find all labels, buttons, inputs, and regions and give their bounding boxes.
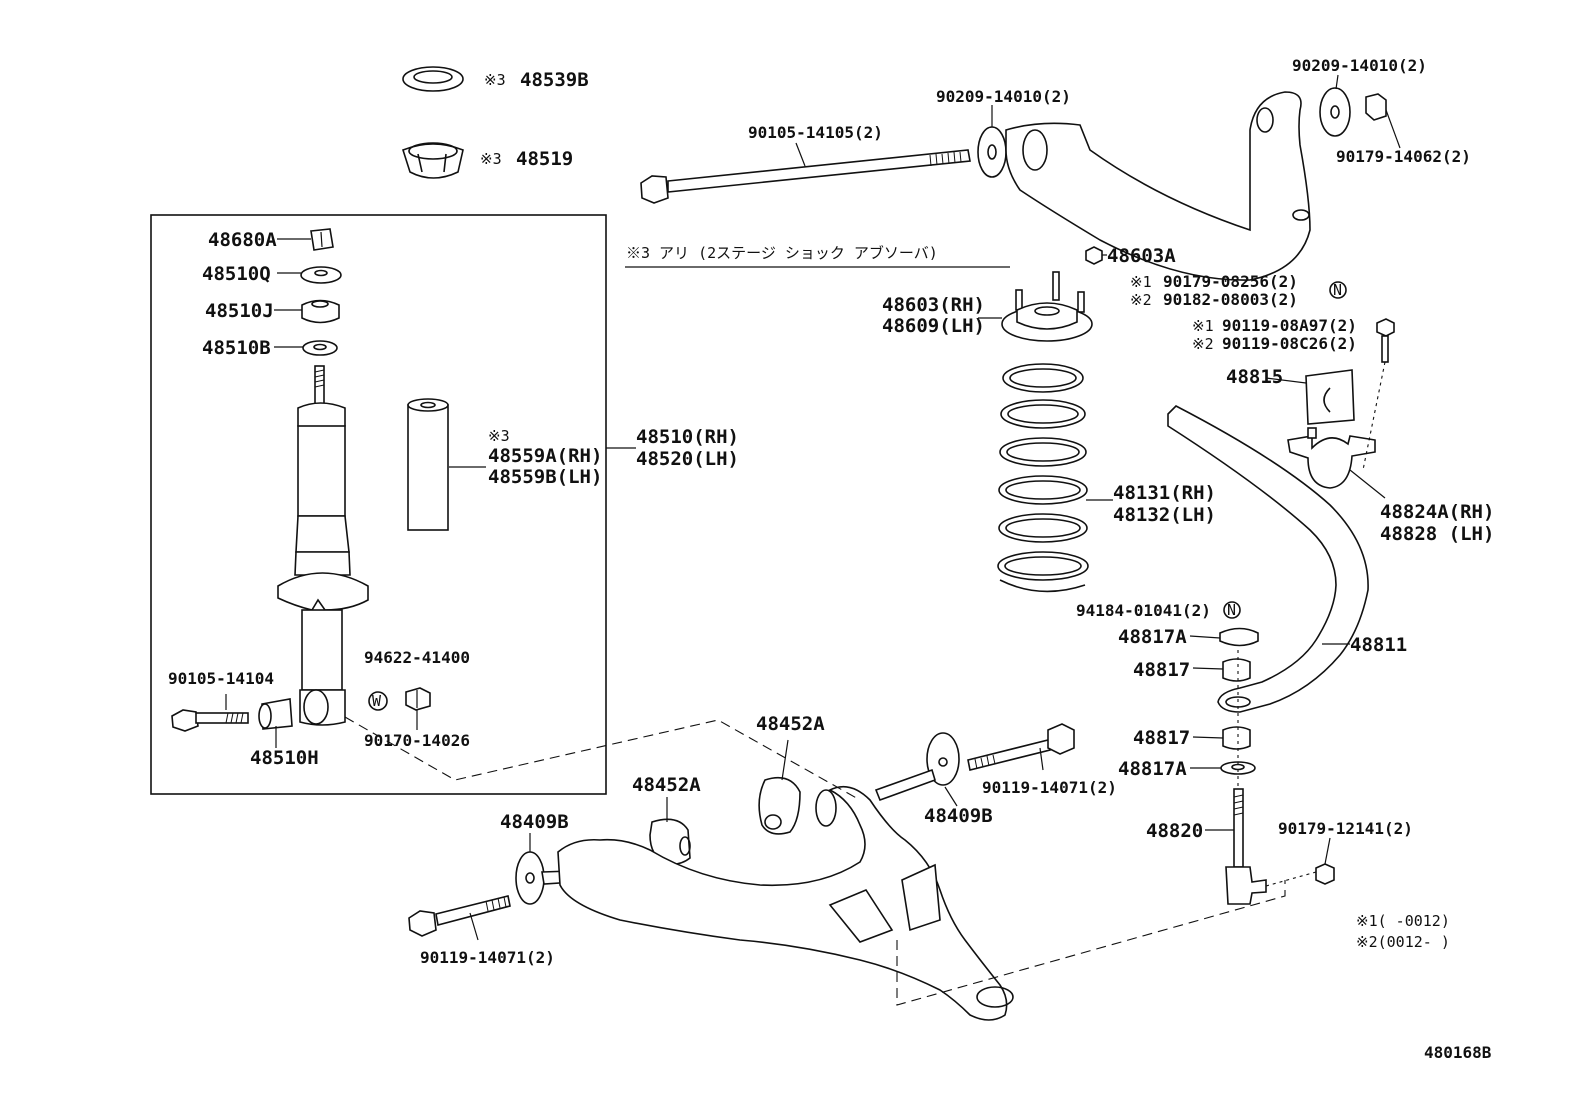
label-48603a: 48603A xyxy=(1107,245,1176,267)
label-48817-upper: 48817 xyxy=(1133,659,1190,681)
part-48824a-bracket xyxy=(1287,427,1376,489)
label-48559a: 48559A(RH) xyxy=(488,445,602,467)
part-90209-cam-washer-left xyxy=(977,126,1007,178)
part-48820-link xyxy=(1225,788,1267,905)
part-48559-bump-stop-boot xyxy=(407,398,449,531)
part-90105-14104-bolt xyxy=(171,709,249,732)
mark-1-90119: ※1 xyxy=(1192,317,1214,335)
label-48510j: 48510J xyxy=(205,300,274,322)
label-48824a-rh: 48824A(RH) xyxy=(1380,501,1494,523)
part-48603a-nut xyxy=(1085,246,1103,265)
label-90119-14071-front: 90119-14071(2) xyxy=(420,948,555,967)
part-lower-control-arm xyxy=(557,785,1014,1021)
mark-2-90119: ※2 xyxy=(1192,335,1214,353)
label-48132-lh: 48132(LH) xyxy=(1113,504,1216,526)
label-48409b-rear: 48409B xyxy=(924,805,993,827)
label-48539b: 48539B xyxy=(520,69,589,91)
part-90105-14105-bolt xyxy=(640,149,971,204)
nut-dotted-line xyxy=(1265,871,1317,887)
part-94622-washer: W xyxy=(368,691,388,711)
part-48815-bushing xyxy=(1305,369,1355,425)
bracket-bolt-dotted-line xyxy=(1362,361,1386,471)
part-48510j-cushion xyxy=(301,299,340,324)
part-48510b-washer xyxy=(302,340,338,356)
label-48817a-lower: 48817A xyxy=(1118,758,1187,780)
label-90179-14062: 90179-14062(2) xyxy=(1336,147,1471,166)
part-90179-14062-nut xyxy=(1365,93,1387,121)
label-48510b: 48510B xyxy=(202,337,271,359)
label-48817-lower: 48817 xyxy=(1133,727,1190,749)
part-48539b-washer xyxy=(402,66,464,92)
part-90179-12141-nut xyxy=(1315,863,1335,885)
part-48510q-retainer xyxy=(300,266,342,284)
mark-3-48559: ※3 xyxy=(488,427,510,445)
part-48603-spring-upper-seat xyxy=(1001,271,1093,342)
label-48680a: 48680A xyxy=(208,229,277,251)
circle-n-mark-lower: N xyxy=(1227,601,1236,619)
mark-3-48519: ※3 xyxy=(480,150,502,168)
label-48519: 48519 xyxy=(516,148,573,170)
label-48510-rh: 48510(RH) xyxy=(636,426,739,448)
part-48817-upper-cushion xyxy=(1222,658,1251,682)
label-48609-lh: 48609(LH) xyxy=(882,315,985,337)
label-48510h: 48510H xyxy=(250,747,319,769)
part-48519-mount xyxy=(402,142,464,179)
label-48603-rh: 48603(RH) xyxy=(882,294,985,316)
label-48820: 48820 xyxy=(1146,820,1203,842)
part-48817a-upper-retainer xyxy=(1219,627,1259,647)
label-94622-41400: 94622-41400 xyxy=(364,648,470,667)
label-48409b-front: 48409B xyxy=(500,811,569,833)
label-90209-14010-right: 90209-14010(2) xyxy=(1292,56,1427,75)
label-48520-lh: 48520(LH) xyxy=(636,448,739,470)
part-48409b-cam-bolt-rear xyxy=(874,732,960,802)
shock-absorber-group-box xyxy=(150,214,607,795)
label-94184-01041: 94184-01041(2) xyxy=(1076,601,1211,620)
part-90170-nut xyxy=(405,687,431,711)
legend-note-2: ※2(0012- ) xyxy=(1356,933,1450,951)
part-48510h-bushing xyxy=(258,698,293,730)
label-90119-08a97: 90119-08A97(2) xyxy=(1222,316,1357,335)
label-90182-08003: 90182-08003(2) xyxy=(1163,290,1298,309)
label-90119-08c26: 90119-08C26(2) xyxy=(1222,334,1357,353)
label-90179-12141: 90179-12141(2) xyxy=(1278,819,1413,838)
shock-to-arm-dashed-line xyxy=(344,716,861,801)
label-48452a-front: 48452A xyxy=(632,774,701,796)
mark-2-90182: ※2 xyxy=(1130,291,1152,309)
mark-1-90179: ※1 xyxy=(1130,273,1152,291)
part-90119-14071-bolt-front xyxy=(408,895,511,937)
part-90119-08-bolt xyxy=(1376,318,1395,363)
part-48680a-nut xyxy=(310,228,334,251)
label-90179-08256: 90179-08256(2) xyxy=(1163,272,1298,291)
arm-to-link-dashed-line xyxy=(896,880,1286,1006)
label-48817a-upper: 48817A xyxy=(1118,626,1187,648)
label-90105-14105: 90105-14105(2) xyxy=(748,123,883,142)
label-48815: 48815 xyxy=(1226,366,1283,388)
shock-absorber-note: ※3 アリ (2ステージ ショック アブソーバ) xyxy=(626,244,938,262)
part-48452a-cam-front xyxy=(649,818,691,866)
leader-lines xyxy=(225,74,1401,941)
label-90170-14026: 90170-14026 xyxy=(364,731,470,750)
circle-n-mark-upper: N xyxy=(1333,281,1342,299)
part-shock-absorber xyxy=(277,365,369,726)
part-90119-14071-bolt-rear xyxy=(967,723,1075,771)
label-48510q: 48510Q xyxy=(202,263,271,285)
label-48828-lh: 48828 (LH) xyxy=(1380,523,1494,545)
label-48559b: 48559B(LH) xyxy=(488,466,602,488)
label-48811: 48811 xyxy=(1350,634,1407,656)
part-upper-control-arm xyxy=(1005,91,1311,281)
mark-3-48539b: ※3 xyxy=(484,71,506,89)
part-90209-cam-washer-right xyxy=(1319,87,1351,137)
part-48817-lower-cushion xyxy=(1222,726,1251,750)
label-48131-rh: 48131(RH) xyxy=(1113,482,1216,504)
label-90119-14071-rear: 90119-14071(2) xyxy=(982,778,1117,797)
legend-note-1: ※1( -0012) xyxy=(1356,912,1450,930)
label-90209-14010-left: 90209-14010(2) xyxy=(936,87,1071,106)
part-48131-coil-spring xyxy=(997,363,1089,593)
label-90105-14104: 90105-14104 xyxy=(168,669,274,688)
part-48452a-cam-rear xyxy=(758,776,801,835)
diagram-id: 480168B xyxy=(1424,1043,1492,1062)
circle-w-mark: W xyxy=(372,692,382,710)
label-48452a-rear: 48452A xyxy=(756,713,825,735)
